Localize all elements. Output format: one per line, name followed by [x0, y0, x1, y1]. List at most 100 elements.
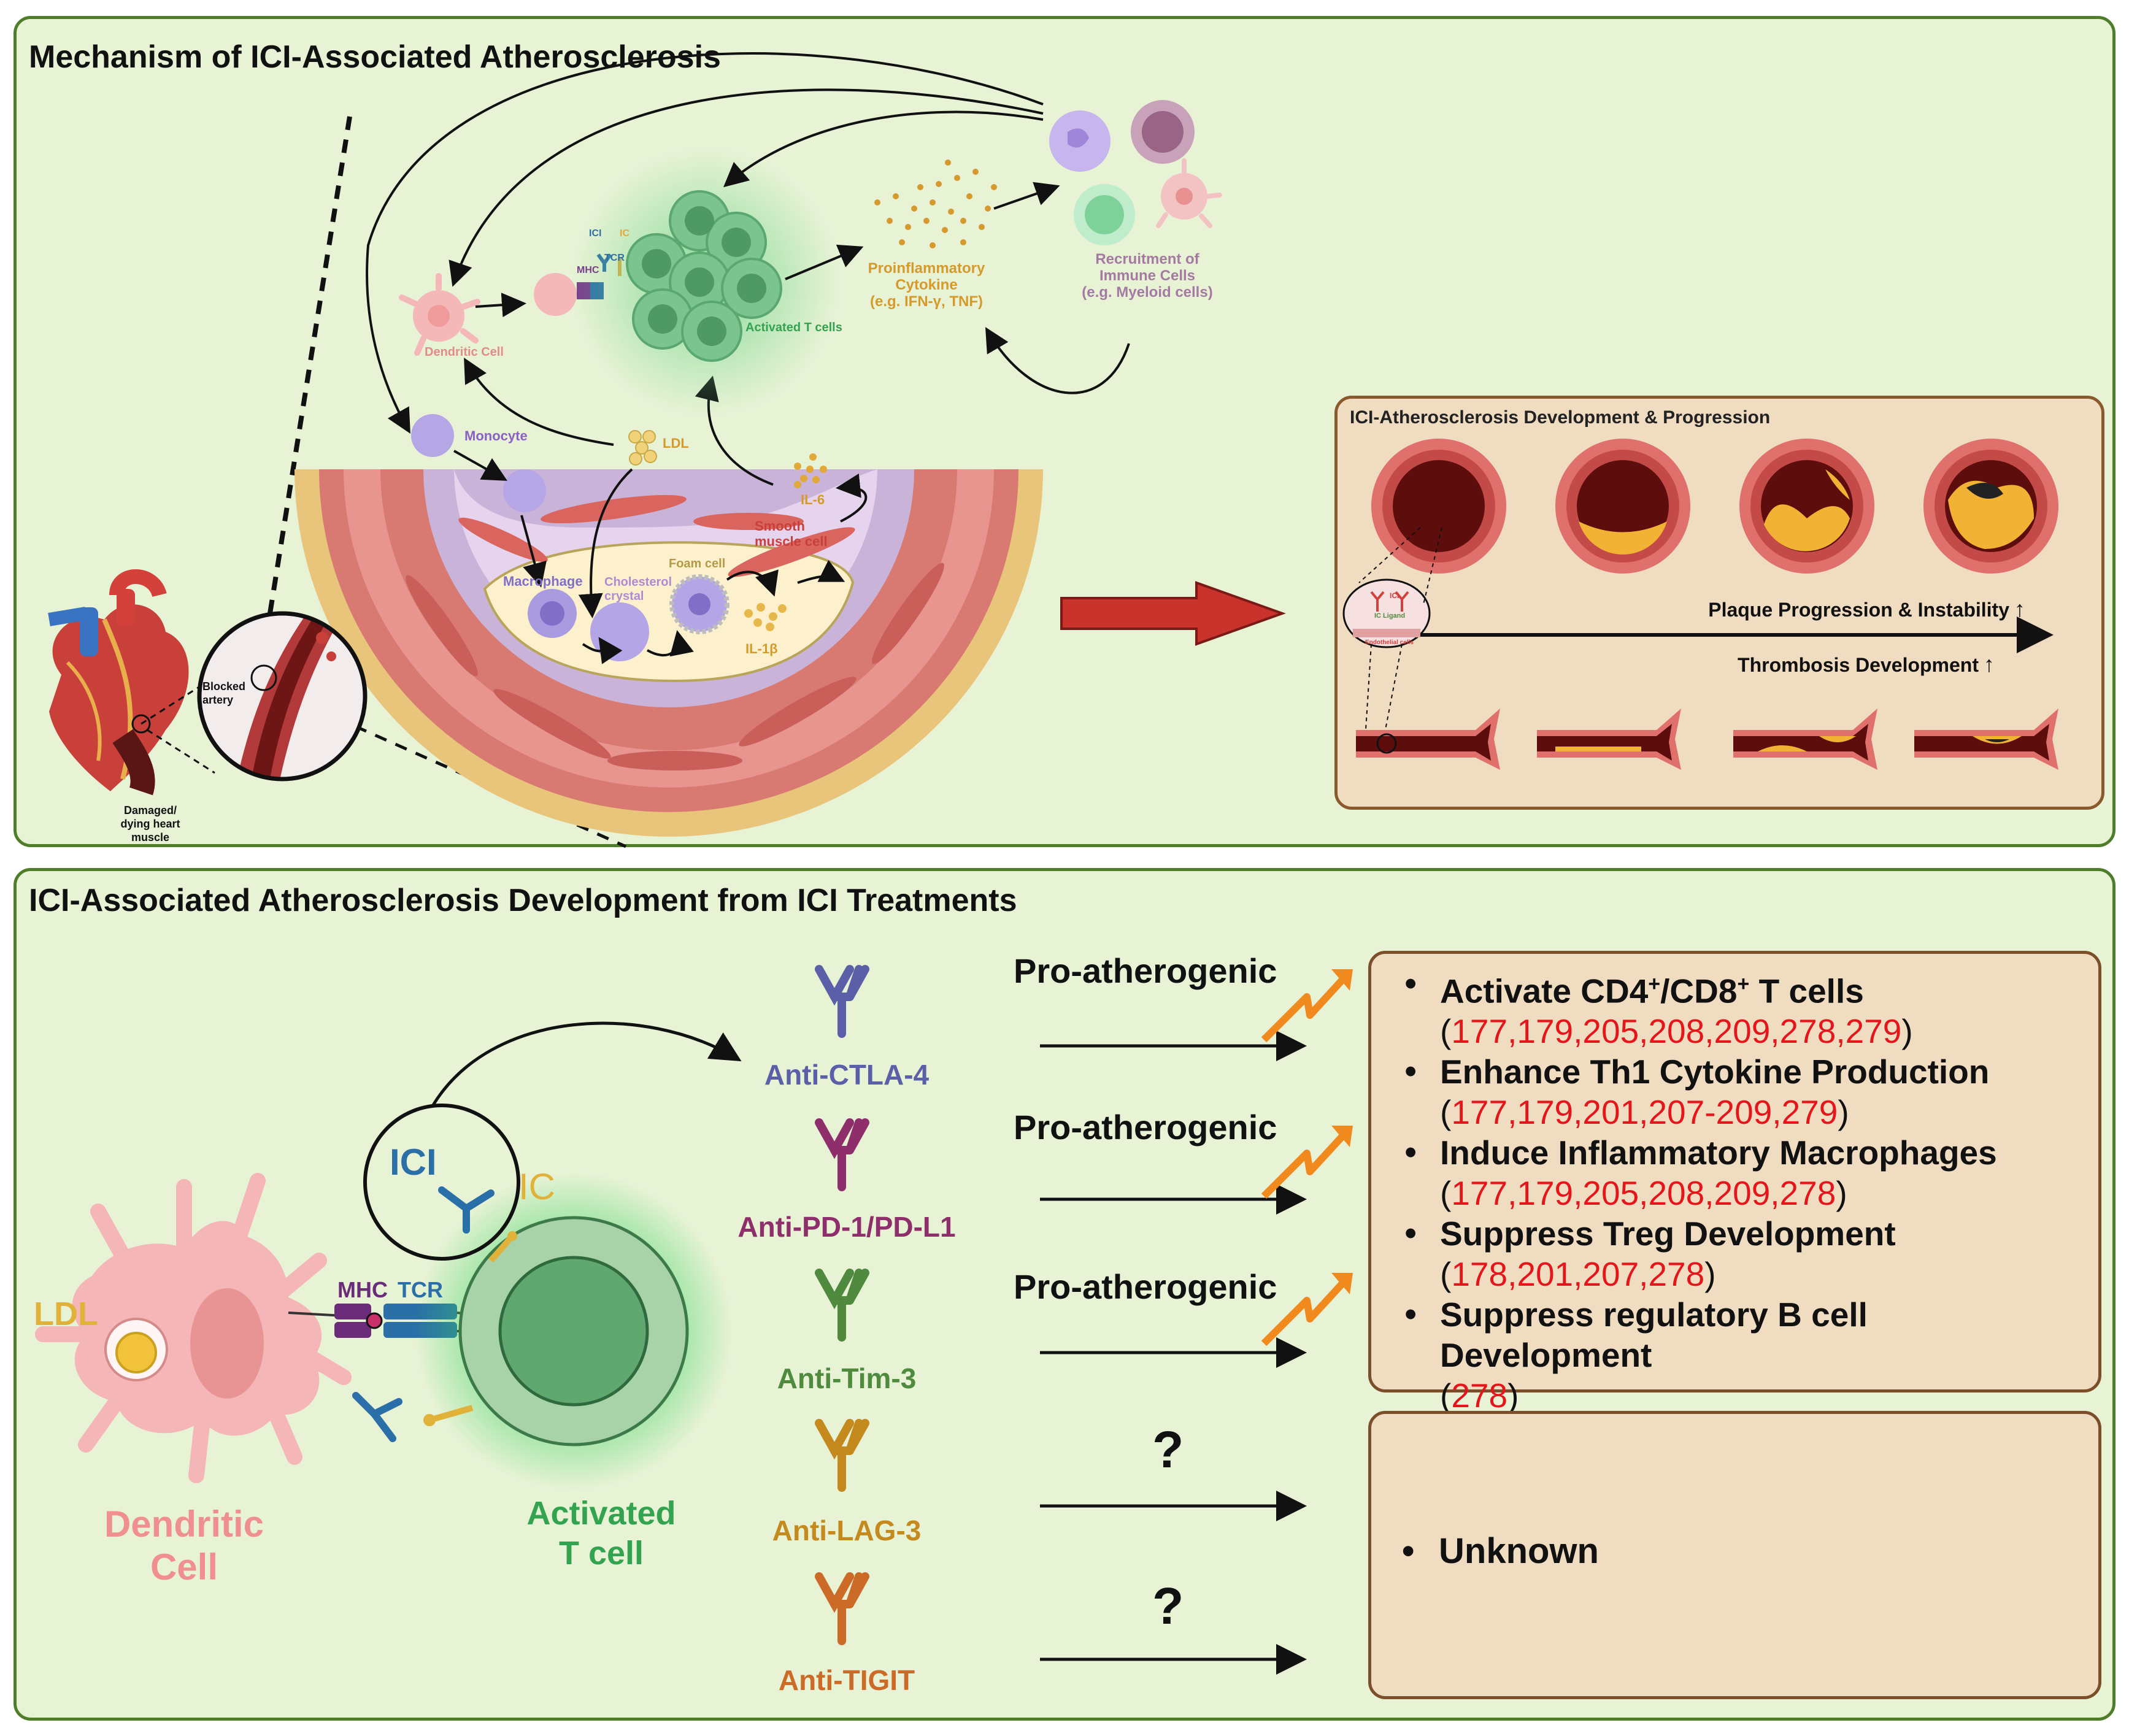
label-activated-1: Activated [526, 1495, 676, 1532]
foam-cell-nucleus-icon [688, 593, 710, 615]
arrow-ici-to-drugs [431, 1021, 742, 1107]
label-ici: ICI [390, 1142, 437, 1183]
label-ic-small: IC [620, 228, 629, 239]
label-smooth-muscle-2: muscle cell [755, 534, 828, 549]
trend-up-icon-2 [1261, 1126, 1353, 1199]
label-tcr-small: TCR [604, 253, 625, 263]
arrow-monocyte-down [453, 450, 507, 481]
longitudinal-vessel-1 [1356, 709, 1500, 770]
heart-illustration [48, 569, 189, 796]
label-dendritic-2: Cell [150, 1546, 218, 1588]
ici-circle [363, 1104, 520, 1261]
label-macrophage: Macrophage [503, 574, 583, 589]
label-blocked-2: artery [202, 694, 233, 706]
effect-item: Suppress Treg Development (178,201,207,2… [1399, 1213, 2086, 1294]
label-activated-t-cells: Activated T cells [745, 321, 842, 334]
effect-title: Enhance Th1 Cytokine Production [1440, 1053, 1990, 1091]
vessel-stage-4 [1923, 439, 2058, 574]
label-cytokine-3: (e.g. IFN-γ, TNF) [870, 293, 983, 310]
thrombosis-up-arrow-icon: ↑ [1984, 651, 1995, 677]
effect-label-tigit: ? [1152, 1577, 1184, 1635]
effect-refs: (177,179,205,208,209,278) [1440, 1174, 1847, 1213]
progression-title: ICI-Atherosclerosis Development & Progre… [1350, 407, 1771, 428]
effect-title: Suppress Treg Development [1440, 1215, 1896, 1253]
antibody-ctla4-icon [815, 965, 869, 1038]
drug-label-tigit: Anti-TIGIT [778, 1664, 915, 1696]
effect-refs: (177,179,201,207-209,279) [1440, 1093, 1849, 1132]
arrow-monocyte-to-macro [520, 515, 547, 588]
effect-item: Enhance Th1 Cytokine Production (177,179… [1399, 1051, 2086, 1132]
label-ldl-small: LDL [663, 436, 689, 451]
monocyte-cell-lower [503, 469, 546, 512]
label-recruit-1: Recruitment of [1095, 251, 1199, 267]
longitudinal-vessel-2 [1537, 709, 1681, 770]
treatment-diagram: LDL Dendritic Cell MHC TCR ICI IC Activa… [34, 965, 1353, 1675]
inset-endothelial-label: Endothelial cells [1365, 639, 1414, 646]
effect-label-pd1: Pro-atherogenic [1014, 1108, 1277, 1146]
effects-list: Activate CD4+/CD8+ T cells (177,179,205,… [1399, 964, 2086, 1416]
vessel-stage-3 [1739, 439, 1874, 574]
progression-arrow-icon [1060, 581, 1286, 646]
antibody-lag3-icon [815, 1419, 869, 1492]
label-il1b: IL-1β [745, 641, 778, 656]
label-damaged-2: dying heart [120, 818, 180, 830]
drug-label-lag3: Anti-LAG-3 [772, 1515, 922, 1546]
mechanism-diagram: Dendritic Cell ICI IC MHC TCR Activated … [48, 52, 1286, 848]
arrow-recruit-loop [985, 327, 1130, 394]
arrow-il1b-to-smc [797, 559, 845, 584]
label-mhc: MHC [337, 1277, 388, 1302]
effect-label-lag3: ? [1152, 1421, 1184, 1478]
monocyte-cell-top [411, 414, 454, 457]
arrow-immune-to-tcells [723, 110, 1044, 188]
arrow-dc-to-apc [475, 293, 526, 318]
il1b-dots-icon [744, 603, 787, 631]
arrow-immune-to-monocyte [366, 52, 1044, 434]
arrow-to-dendritic-from-ldl [464, 358, 614, 446]
bottom-panel-title: ICI-Associated Atherosclerosis Developme… [29, 883, 1017, 918]
vessel-stage-2 [1555, 439, 1690, 574]
label-il6: IL-6 [801, 492, 825, 507]
progression-graphic: Plaque Progression & Instability ↑ Throm… [1342, 439, 2058, 770]
dendritic-cell-small [399, 273, 480, 356]
blocked-artery-magnifier [197, 611, 368, 782]
antibody-tim3-icon [815, 1269, 869, 1342]
arrow-foam-to-foam [647, 630, 694, 657]
label-thrombosis: Thrombosis Development [1738, 654, 1979, 676]
macrophage-nucleus-icon [540, 601, 564, 626]
label-blocked-1: Blocked [202, 680, 245, 693]
label-tcr: TCR [398, 1277, 443, 1302]
effect-label-ctla4: Pro-atherogenic [1014, 951, 1277, 990]
label-ldl-large: LDL [34, 1296, 98, 1332]
label-monocyte: Monocyte [464, 428, 528, 444]
dendritic-cell-large [35, 1173, 352, 1483]
label-ic: IC [518, 1166, 555, 1207]
label-recruit-2: Immune Cells [1099, 267, 1195, 284]
label-cytokine-2: Cytokine [895, 277, 957, 293]
label-damaged-3: muscle [131, 831, 169, 843]
il6-dots-icon [794, 453, 827, 488]
unknown-label: Unknown [1402, 1531, 1599, 1572]
label-recruit-3: (e.g. Myeloid cells) [1082, 284, 1212, 301]
longitudinal-vessel-3 [1733, 709, 1877, 770]
label-dendritic-1: Dendritic [104, 1504, 264, 1545]
label-activated-2: T cell [559, 1535, 644, 1572]
effects-box: Activate CD4+/CD8+ T cells (177,179,205,… [1368, 951, 2101, 1415]
label-plaque-progression: Plaque Progression & Instability [1708, 599, 2009, 621]
foam-cell-left [590, 602, 649, 661]
vessel-stage-1 [1371, 439, 1506, 574]
effect-title: Induce Inflammatory Macrophages [1440, 1134, 1997, 1172]
effect-item: Activate CD4+/CD8+ T cells (177,179,205,… [1399, 964, 2086, 1051]
arrow-ldl-down [578, 468, 633, 618]
label-mhc-small: MHC [577, 265, 599, 275]
activated-t-cell-nucleus [498, 1256, 649, 1407]
effect-refs: (278) [1440, 1377, 1519, 1415]
antibody-tigit-icon [815, 1572, 869, 1645]
apc-cell-icon [534, 273, 577, 316]
label-cholesterol-2: crystal [604, 590, 644, 603]
ici-antibody-icon [438, 1186, 495, 1234]
ici-antibody-icon-lower [352, 1392, 402, 1442]
label-dendritic-cell: Dendritic Cell [425, 345, 504, 359]
artery-cross-section [295, 469, 1043, 837]
arrow-foam-to-il1b [726, 569, 779, 597]
antibody-pd1-icon [815, 1118, 869, 1191]
